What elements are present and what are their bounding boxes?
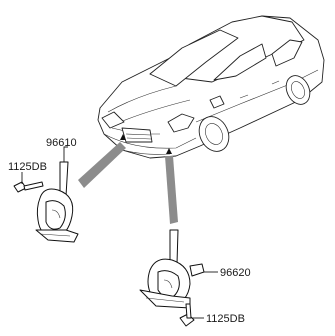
horn-left-illustration — [35, 161, 79, 243]
left-horn-mount-marker — [120, 134, 126, 140]
bolt-left-illustration — [13, 181, 44, 193]
label-1125db-left: 1125DB — [8, 161, 47, 173]
right-horn-pointer-arrow — [165, 156, 178, 224]
leader-line-96610 — [63, 146, 68, 162]
label-96610: 96610 — [46, 137, 77, 149]
label-1125db-right: 1125DB — [206, 313, 245, 325]
right-horn-mount-marker — [166, 148, 172, 154]
left-horn-pointer-arrow — [78, 142, 126, 188]
bolt-right-illustration — [179, 303, 195, 327]
label-96620: 96620 — [220, 267, 251, 279]
vehicle-illustration — [97, 15, 325, 159]
horn-right-illustration — [139, 229, 205, 309]
